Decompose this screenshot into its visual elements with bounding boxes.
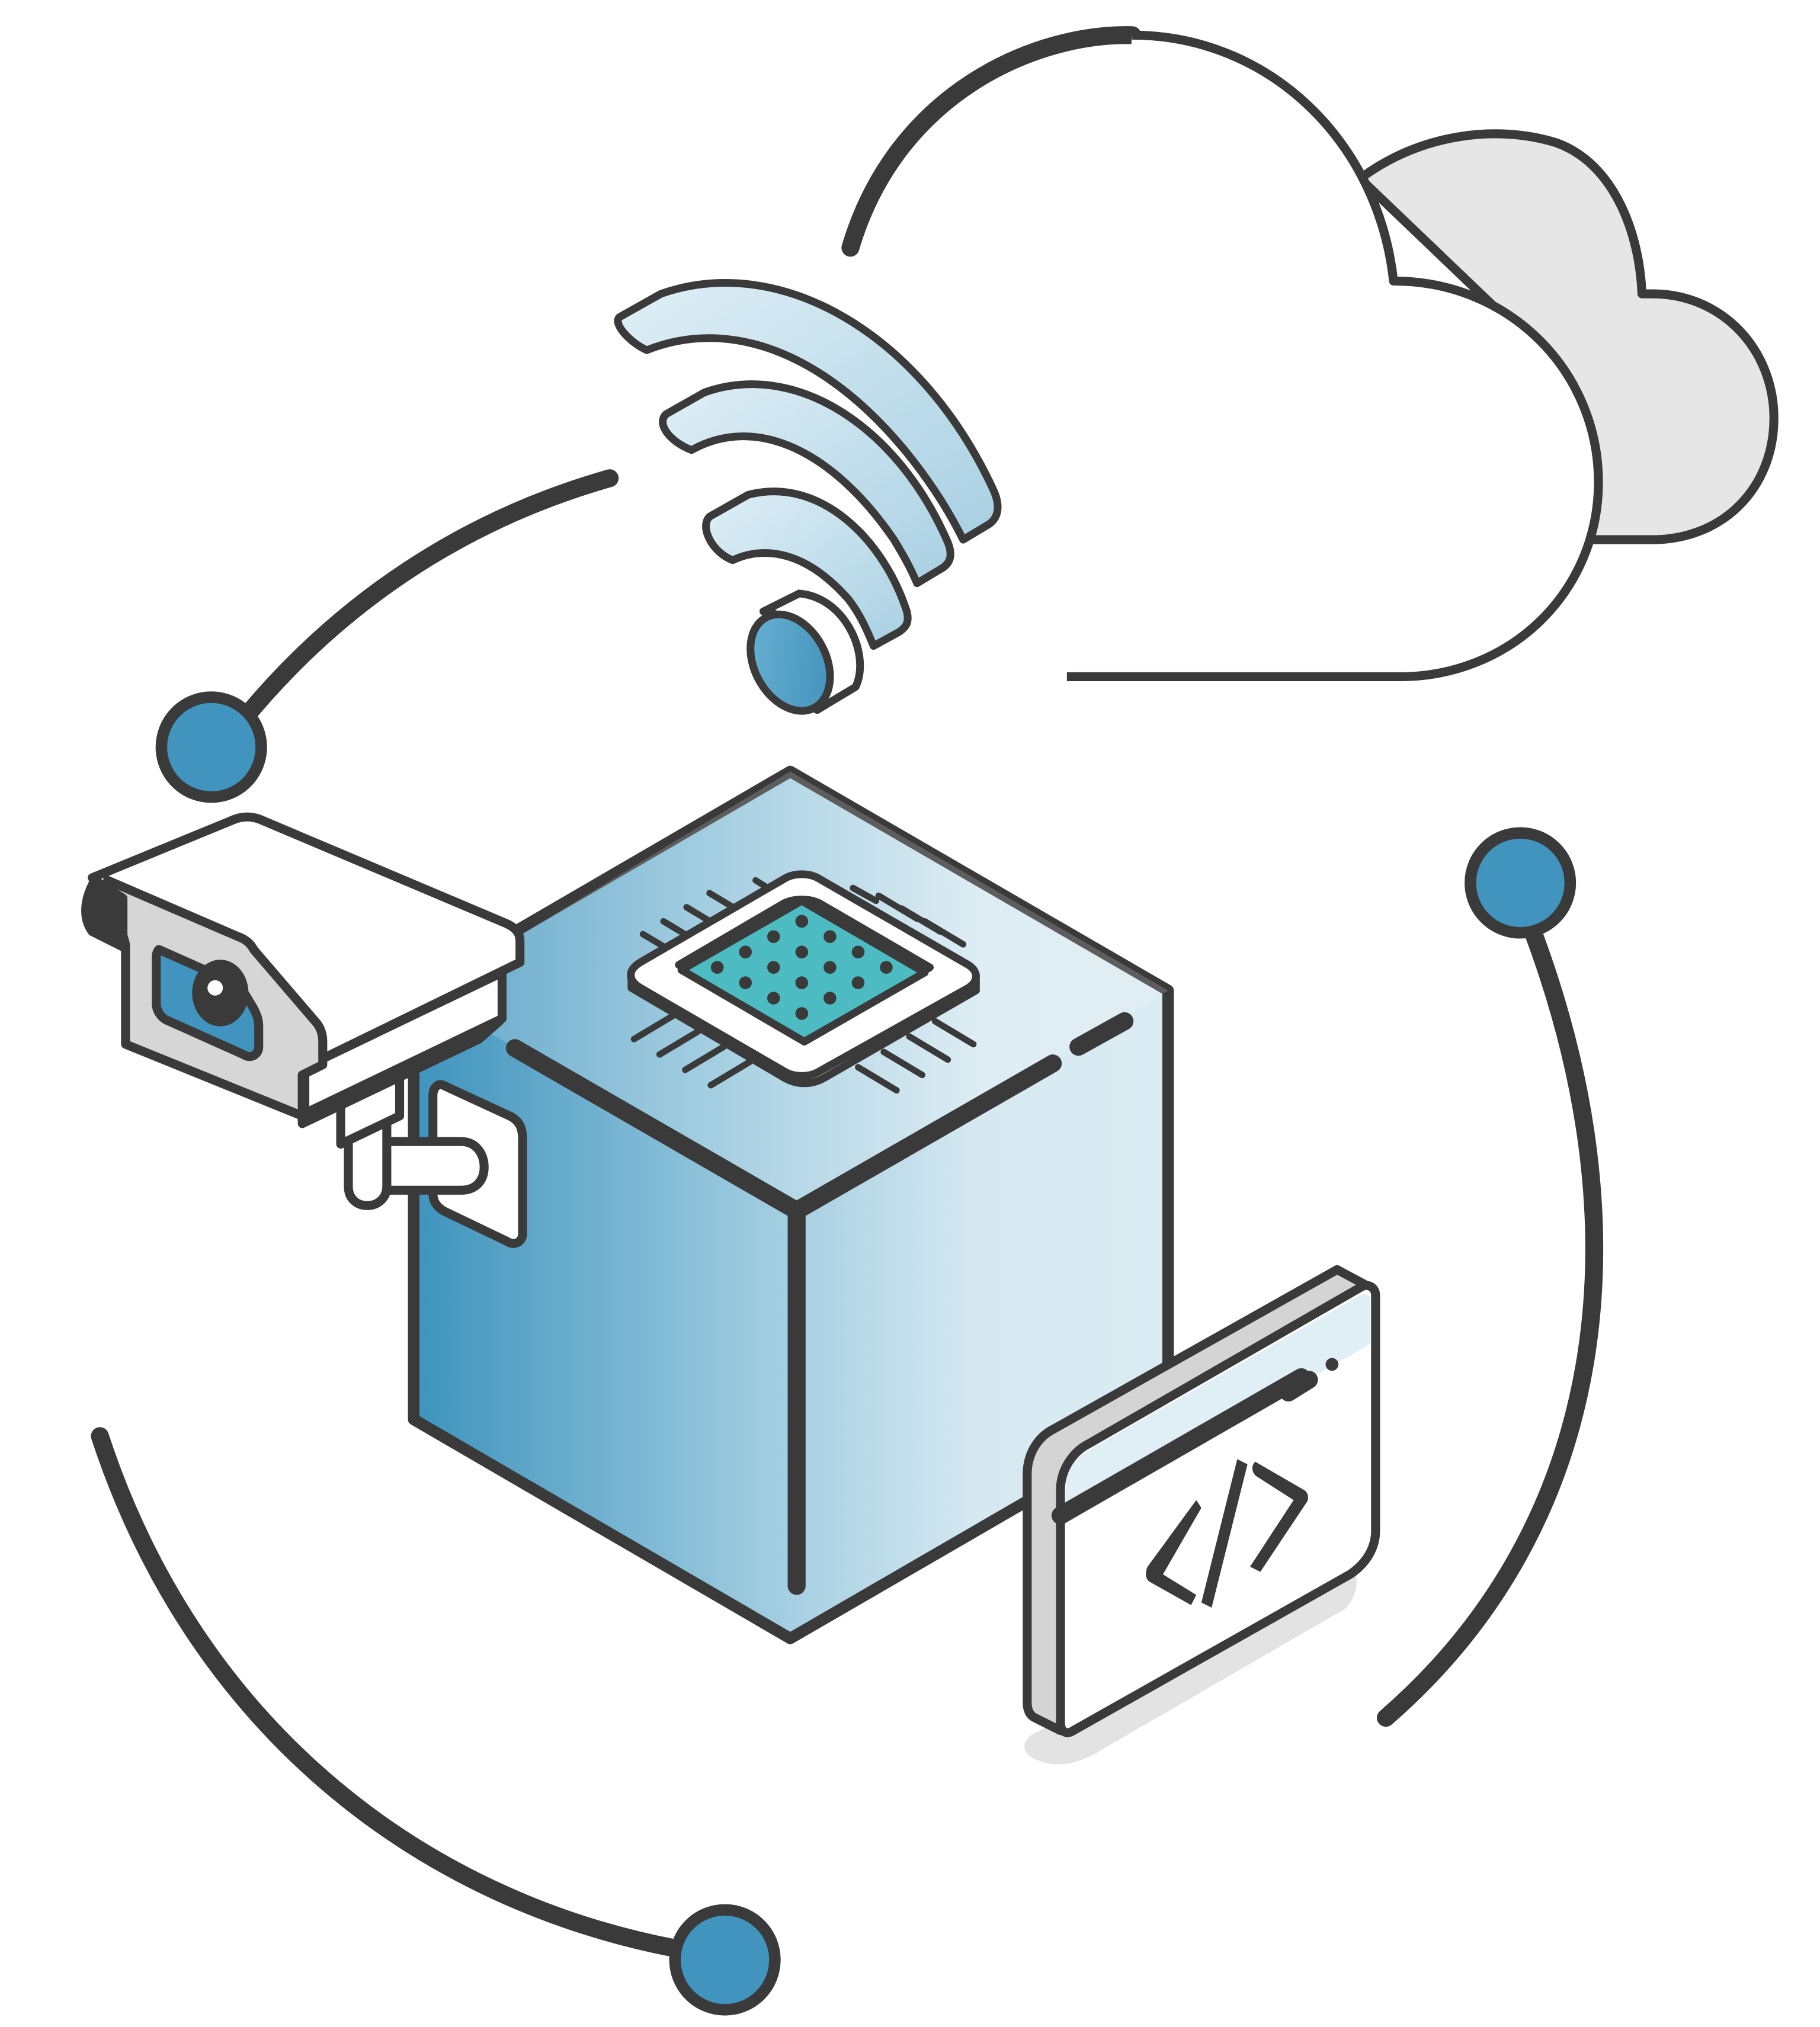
orbit-arc-right [1376,920,1603,1727]
cube-edge-left [505,1039,806,1220]
code-window-dot-dash [1279,1371,1318,1402]
cloud-icon [1066,30,1779,681]
camera-hood-edge [81,875,128,952]
cube-edge-right [787,1054,1062,1220]
cloud-front [1066,30,1603,681]
orbit-arc-bottom-left [91,1427,684,1958]
camera-body-top [88,812,525,1072]
camera-lens-glint [207,980,223,996]
network-node-dot [669,1904,781,2016]
cloud-back-lobe [1356,129,1779,544]
wifi-arc-inner [702,487,912,650]
camera-body-underside [297,1016,504,1128]
network-node-dot [155,691,267,803]
code-window-titlebar-line [1051,1368,1310,1525]
processor-chip-icon [627,870,980,1094]
orbit-arc-cloud-join [841,26,1142,257]
wifi-arc-outer [614,279,1002,544]
orbit-arc-top-left [236,469,619,726]
cube-edge-right-dash [1069,1012,1134,1056]
chip-pins [630,877,977,1094]
network-node-dot [1465,827,1577,939]
chip-die [677,897,929,1046]
camera-mount-arm [379,1137,489,1195]
code-symbol-icon [1146,1459,1308,1608]
security-camera-icon [81,812,527,1248]
orbit-network [91,26,1603,2016]
wifi-dot [746,610,834,715]
code-window-dot [1325,1358,1339,1371]
chip-die-dots [710,915,893,1020]
code-window-icon: </> [1023,1265,1380,1765]
wifi-icon [614,279,1002,715]
wifi-arc-middle [659,380,954,588]
